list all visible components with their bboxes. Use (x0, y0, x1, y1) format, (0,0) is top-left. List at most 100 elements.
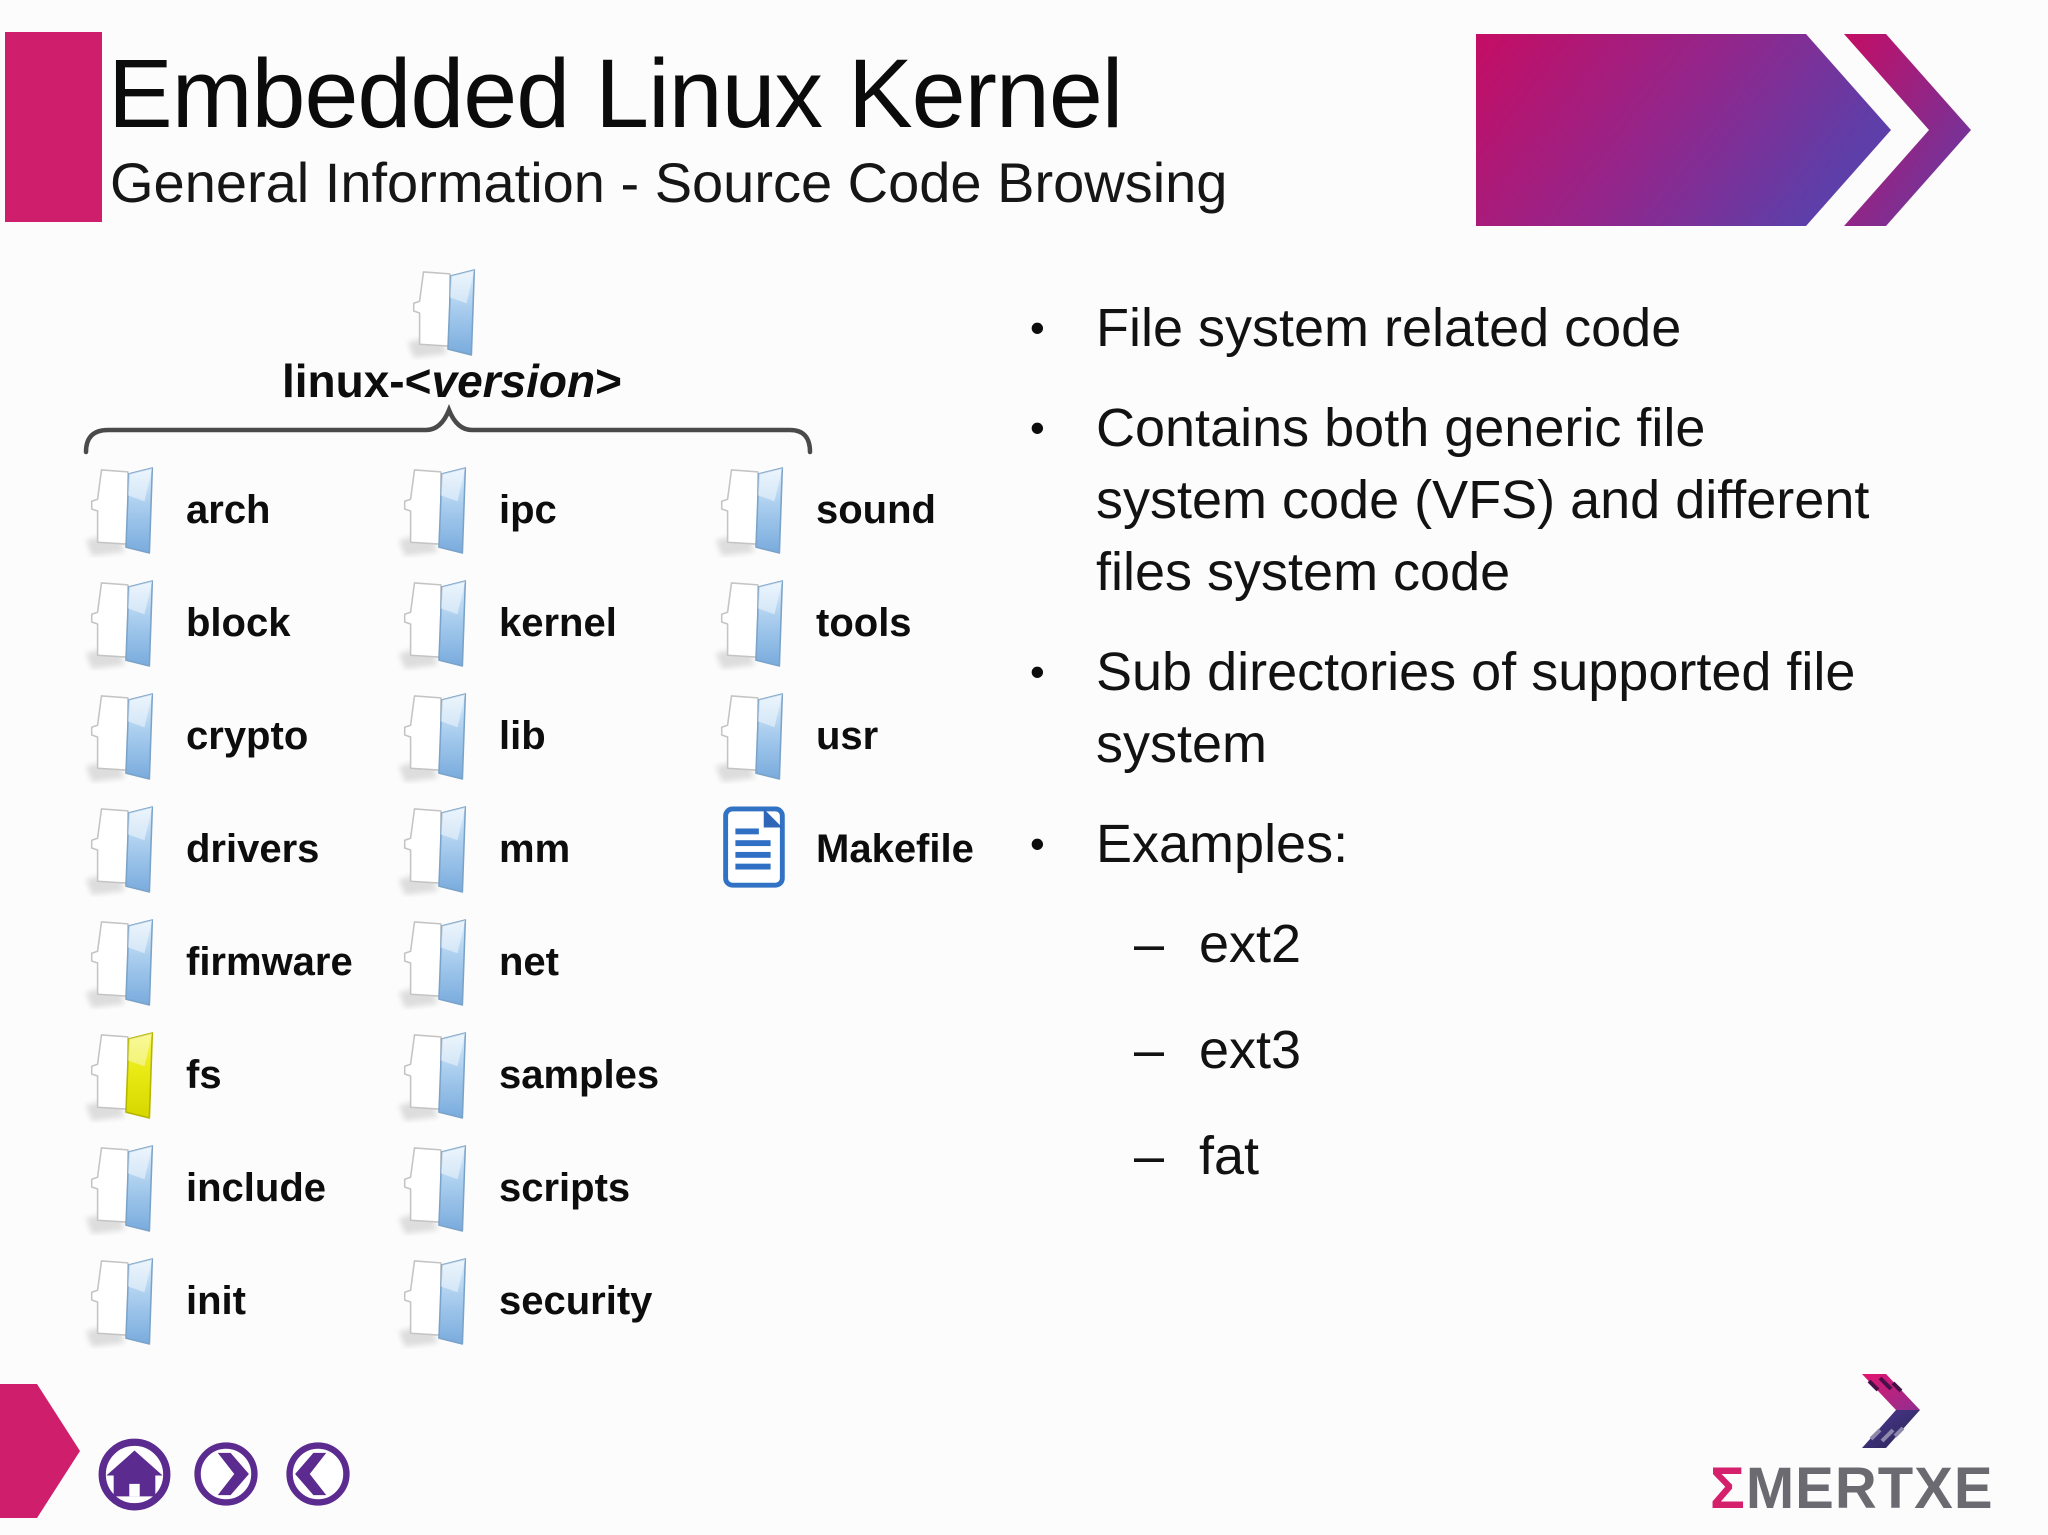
tree-item-init: init (80, 1253, 246, 1349)
folder-label: drivers (186, 826, 320, 871)
document-icon (710, 801, 796, 897)
next-slide-button[interactable] (193, 1441, 259, 1507)
bullet-marker: • (1030, 648, 1045, 695)
bullet-item: • Examples: (1030, 808, 2020, 880)
bullet-text: system code (VFS) and different (1096, 470, 1870, 530)
logo-arrow-icon (1862, 1374, 1920, 1448)
bullet-text: Examples: (1096, 814, 1349, 874)
tree-item-tools: tools (710, 575, 912, 671)
folder-icon (393, 575, 479, 671)
folder-icon (393, 1140, 479, 1236)
bullet-item: • Sub directories of supported file syst… (1030, 636, 2020, 780)
sub-bullet-marker: – (1134, 914, 1165, 974)
tree-item-sound: sound (710, 462, 936, 558)
sub-bullet-text: fat (1199, 1126, 1260, 1186)
folder-label: firmware (186, 939, 353, 984)
tree-item-lib: lib (393, 688, 546, 784)
tree-item-arch: arch (80, 462, 271, 558)
folder-label: lib (499, 713, 546, 758)
tree-item-drivers: drivers (80, 801, 319, 897)
sub-bullet-marker: – (1134, 1126, 1165, 1186)
logo-text: MERTXE (1745, 1456, 1994, 1521)
folder-icon (80, 1140, 166, 1236)
sub-bullet-marker: – (1134, 1020, 1165, 1080)
sub-bullet-item: –fat (1134, 1120, 2020, 1192)
header-arrow-decoration (1476, 34, 1971, 226)
tree-item-crypto: crypto (80, 688, 308, 784)
tree-item-net: net (393, 914, 559, 1010)
bullet-text: Contains both generic file (1096, 398, 1706, 458)
folder-label: scripts (499, 1165, 631, 1210)
folder-label: sound (816, 487, 936, 532)
folder-icon (393, 462, 479, 558)
sub-bullet-list: –ext2 –ext3 –fat (1134, 908, 2020, 1192)
bullet-list: • File system related code • Contains bo… (1030, 292, 2020, 1226)
logo-sigma: Σ (1710, 1456, 1746, 1521)
sub-bullet-text: ext2 (1199, 914, 1302, 974)
title-accent-bar (5, 32, 102, 222)
tree-item-ipc: ipc (393, 462, 557, 558)
folder-icon (393, 914, 479, 1010)
previous-slide-button[interactable] (285, 1441, 351, 1507)
tree-item-usr: usr (710, 688, 878, 784)
page-title: Embedded Linux Kernel (108, 39, 1123, 148)
folder-label: kernel (499, 600, 617, 645)
folder-label: init (186, 1278, 246, 1323)
file-label: Makefile (816, 826, 974, 871)
chevron-left-icon (290, 1446, 347, 1503)
bullet-marker: • (1030, 304, 1045, 351)
folder-label: fs (186, 1052, 222, 1097)
root-label-version: version (431, 355, 596, 407)
folder-icon (393, 801, 479, 897)
folder-label: crypto (186, 713, 309, 758)
bullet-marker: • (1030, 820, 1045, 867)
root-label-suffix: > (595, 355, 623, 407)
folder-icon (80, 575, 166, 671)
sub-bullet-item: –ext2 (1134, 908, 2020, 980)
folder-label: tools (816, 600, 912, 645)
folder-icon (80, 1253, 166, 1349)
tree-item-firmware: firmware (80, 914, 353, 1010)
tree-item-kernel: kernel (393, 575, 617, 671)
tree-brace (83, 403, 813, 455)
page-subtitle: General Information - Source Code Browsi… (110, 151, 1228, 214)
folder-icon (80, 801, 166, 897)
bullet-text: Sub directories of supported file (1096, 642, 1856, 702)
bullet-text: system (1096, 714, 1268, 774)
bullet-text: files system code (1096, 542, 1511, 602)
folder-icon (710, 462, 796, 558)
root-folder-icon (402, 264, 488, 360)
folder-label: arch (186, 487, 271, 532)
tree-item-fs: fs (80, 1027, 222, 1123)
emertxe-logo: ΣMERTXE (1710, 1455, 1994, 1522)
folder-icon (80, 688, 166, 784)
footer-accent-shape (0, 1384, 80, 1518)
folder-label: net (499, 939, 559, 984)
folder-label: block (186, 600, 291, 645)
bullet-marker: • (1030, 404, 1045, 451)
home-button[interactable] (97, 1437, 172, 1512)
tree-item-scripts: scripts (393, 1140, 630, 1236)
tree-item-makefile: Makefile (710, 801, 974, 897)
tree-item-samples: samples (393, 1027, 659, 1123)
sub-bullet-text: ext3 (1199, 1020, 1302, 1080)
folder-icon (710, 575, 796, 671)
home-icon (102, 1442, 167, 1507)
bullet-text: File system related code (1096, 298, 1682, 358)
folder-label: mm (499, 826, 571, 871)
tree-item-include: include (80, 1140, 326, 1236)
folder-label: ipc (499, 487, 557, 532)
root-folder-label: linux-<version> (152, 354, 752, 408)
folder-icon (80, 914, 166, 1010)
tree-item-security: security (393, 1253, 652, 1349)
chevron-right-icon (198, 1446, 255, 1503)
bullet-item: • File system related code (1030, 292, 2020, 364)
folder-icon (393, 688, 479, 784)
folder-label: samples (499, 1052, 660, 1097)
tree-item-block: block (80, 575, 290, 671)
folder-label: security (499, 1278, 653, 1323)
folder-icon (80, 462, 166, 558)
folder-label: usr (816, 713, 879, 758)
sub-bullet-item: –ext3 (1134, 1014, 2020, 1086)
